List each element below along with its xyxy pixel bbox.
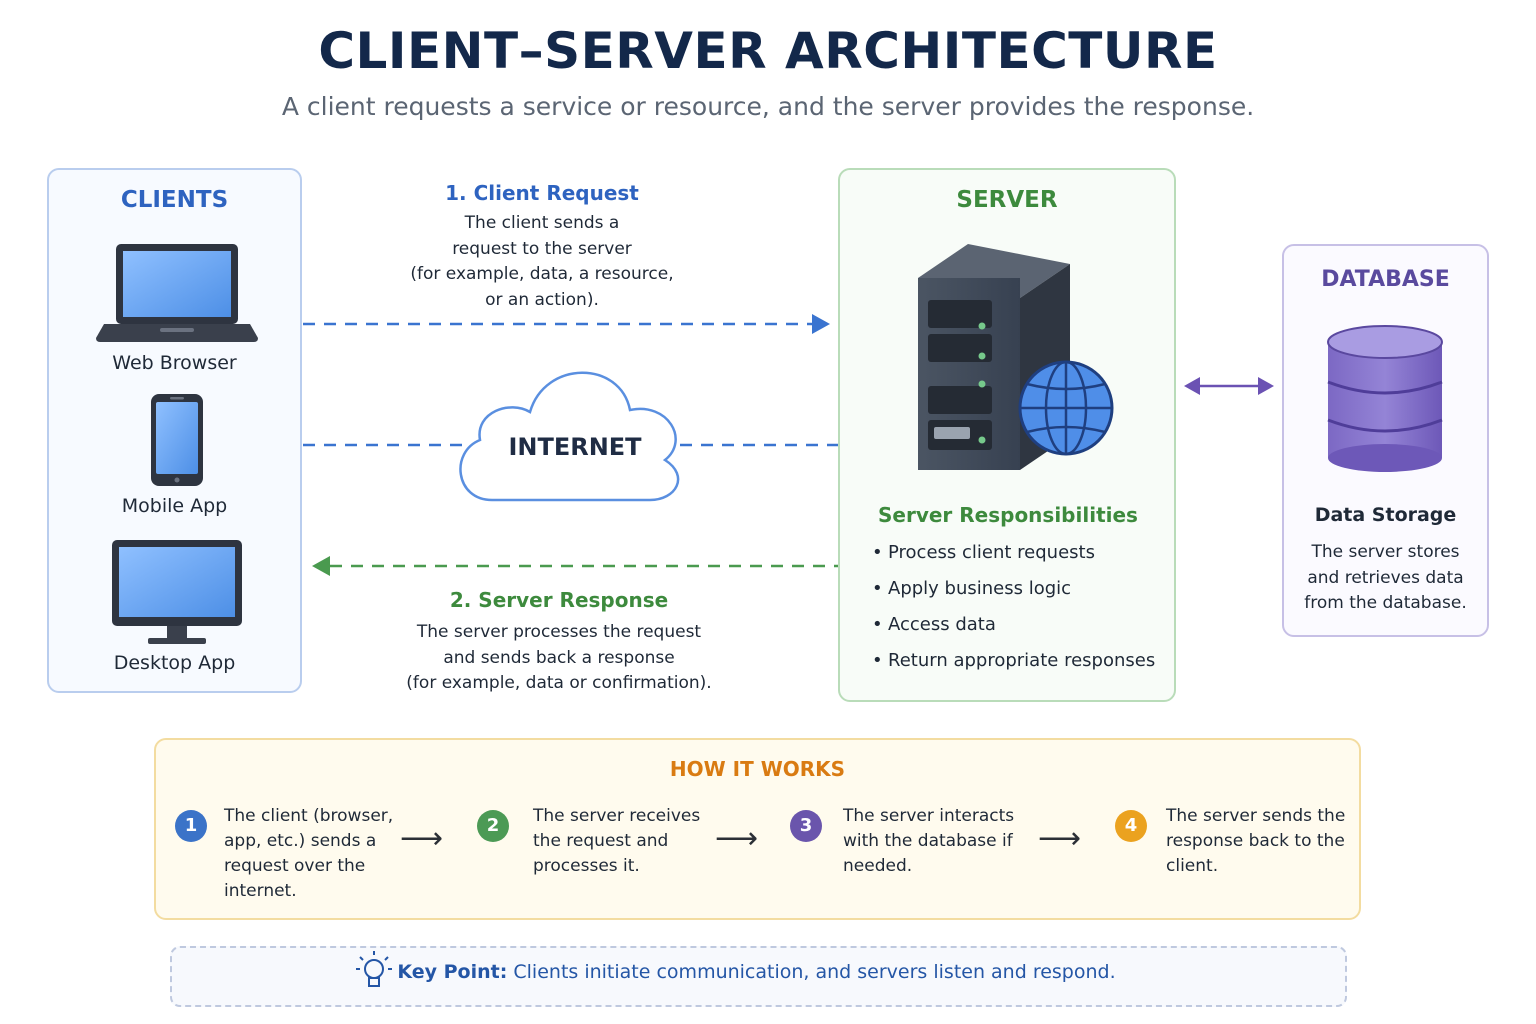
request-description: The client sends a request to the server… [410, 213, 674, 310]
response-arrow [312, 556, 838, 576]
key-point-message: Clients initiate communication, and serv… [513, 961, 1116, 983]
page-title: CLIENT–SERVER ARCHITECTURE [318, 22, 1218, 80]
step-number-3: 3 [790, 810, 822, 842]
step-text-1: The client (browser, app, etc.) sends a … [224, 806, 394, 901]
arrow-right-icon: ⟶ [1038, 821, 1082, 856]
database-title: DATABASE [1321, 267, 1450, 292]
step-text-3: The server interacts with the database i… [843, 806, 1015, 876]
arrow-right-icon: ⟶ [715, 821, 759, 856]
database-icon [1327, 325, 1443, 472]
database-description: The server stores and retrieves data fro… [1304, 542, 1467, 613]
key-point-text: Key Point: Clients initiate communicatio… [170, 961, 1343, 983]
request-arrow [303, 314, 830, 334]
server-title: SERVER [956, 187, 1058, 213]
internet-label: INTERNET [508, 433, 642, 461]
responsibility-item: •Process client requests [872, 542, 1095, 563]
globe-icon [1018, 360, 1114, 456]
monitor-icon [112, 540, 242, 644]
laptop-icon [96, 244, 258, 342]
how-it-works-title: HOW IT WORKS [669, 757, 846, 781]
key-point-label: Key Point: [397, 961, 508, 983]
step-number-4: 4 [1115, 810, 1147, 842]
lightbulb-icon [356, 951, 392, 987]
page-subtitle: A client requests a service or resource,… [281, 92, 1255, 121]
how-it-works-panel [154, 738, 1361, 920]
cloud-icon [459, 371, 680, 502]
step-text-4: The server sends the response back to th… [1166, 806, 1346, 876]
key-point-panel [170, 946, 1347, 1007]
server-responsibilities-title: Server Responsibilities [878, 503, 1138, 527]
server-database-arrow [1184, 377, 1274, 395]
responsibility-item: •Apply business logic [872, 578, 1072, 599]
responsibility-item: •Access data [872, 614, 996, 635]
responsibility-item: •Return appropriate responses [872, 650, 1156, 671]
arrow-right-icon: ⟶ [400, 821, 444, 856]
response-title: 2. Server Response [449, 588, 669, 612]
step-text-2: The server receives the request and proc… [533, 806, 701, 876]
device-label-desktop-app: Desktop App [113, 652, 236, 674]
request-title: 1. Client Request [445, 181, 639, 205]
device-label-mobile-app: Mobile App [121, 495, 228, 517]
clients-title: CLIENTS [120, 187, 229, 213]
device-label-web-browser: Web Browser [112, 352, 237, 374]
response-description: The server processes the request and sen… [406, 622, 712, 693]
step-number-2: 2 [477, 810, 509, 842]
database-subtitle: Data Storage [1314, 504, 1457, 526]
phone-icon [151, 394, 203, 486]
step-number-1: 1 [175, 810, 207, 842]
